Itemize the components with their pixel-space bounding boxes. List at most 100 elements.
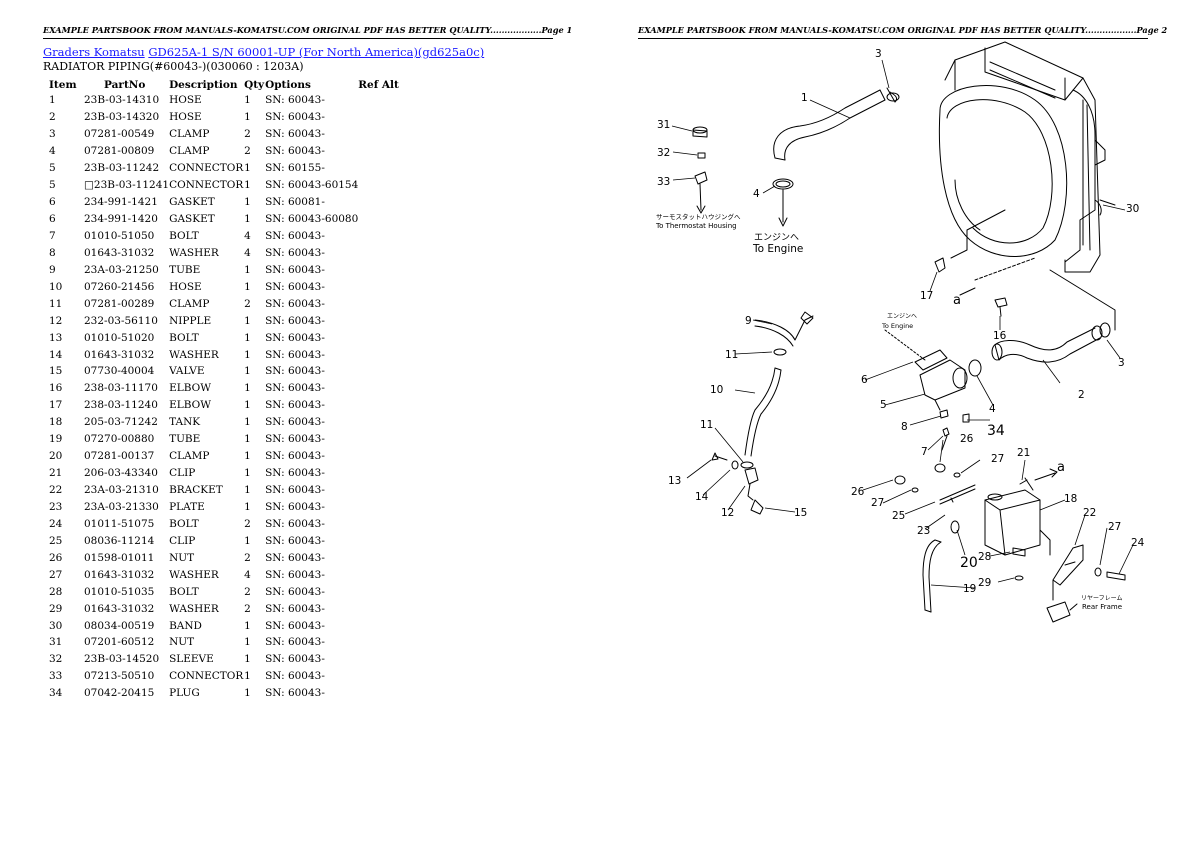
callout-17: 17 bbox=[920, 290, 933, 302]
breadcrumb-link-graders[interactable]: Graders Komatsu bbox=[43, 45, 145, 59]
cell-partno: 01598-01011 bbox=[84, 551, 155, 564]
note-engine2-en: To Engine bbox=[881, 322, 913, 330]
cell-partno: 234-991-1421 bbox=[84, 196, 158, 209]
callout-22: 22 bbox=[1083, 507, 1096, 519]
cell-item: 3 bbox=[49, 128, 56, 141]
cell-description: WASHER bbox=[169, 602, 219, 615]
callout-24: 24 bbox=[1131, 537, 1145, 549]
cell-ref-alt bbox=[358, 668, 418, 685]
cell-description: CLIP bbox=[169, 467, 196, 480]
cell-ref-alt bbox=[358, 261, 418, 278]
page-subtitle: RADIATOR PIPING(#60043-)(030060 : 1203A) bbox=[43, 60, 304, 73]
cell-options: SN: 60043- bbox=[265, 331, 325, 344]
cell-qty: 1 bbox=[244, 331, 251, 344]
cell-qty: 2 bbox=[244, 585, 251, 598]
cell-description: GASKET bbox=[169, 213, 215, 226]
note-thermostat-en: To Thermostat Housing bbox=[655, 222, 737, 230]
cell-description: WASHER bbox=[169, 568, 219, 581]
cell-item: 31 bbox=[49, 636, 63, 649]
cell-qty: 1 bbox=[244, 399, 251, 412]
cell-item: 4 bbox=[49, 145, 56, 158]
cell-item: 30 bbox=[49, 619, 63, 632]
cell-partno: □23B-03-11241 bbox=[84, 179, 170, 192]
cell-item: 15 bbox=[49, 365, 63, 378]
cell-item: 32 bbox=[49, 653, 63, 666]
cell-ref-alt bbox=[358, 194, 418, 211]
cell-partno: 07281-00289 bbox=[84, 297, 155, 310]
cell-description: BOLT bbox=[169, 585, 199, 598]
cell-item: 20 bbox=[49, 450, 63, 463]
callout-5: 5 bbox=[880, 399, 887, 411]
cell-options: SN: 60043- bbox=[265, 585, 325, 598]
cell-options: SN: 60081- bbox=[265, 196, 325, 209]
cell-partno: 01010-51020 bbox=[84, 331, 155, 344]
callout-13: 13 bbox=[668, 475, 681, 487]
cell-description: BOLT bbox=[169, 331, 199, 344]
cell-item: 9 bbox=[49, 263, 56, 276]
column-header-item: Item bbox=[49, 78, 77, 91]
cell-options: SN: 60043- bbox=[265, 145, 325, 158]
note-engine-jp: エンジンへ bbox=[754, 233, 799, 243]
cell-ref-alt bbox=[358, 211, 418, 228]
cell-ref-alt bbox=[358, 228, 418, 245]
cell-ref-alt bbox=[358, 363, 418, 380]
callout-3-right: 3 bbox=[1118, 357, 1125, 369]
cell-partno: 01011-51075 bbox=[84, 517, 155, 530]
cell-ref-alt bbox=[358, 346, 418, 363]
cell-options: SN: 60043- bbox=[265, 619, 325, 632]
cell-qty: 1 bbox=[244, 416, 251, 429]
cell-partno: 232-03-56110 bbox=[84, 314, 158, 327]
cell-description: BRACKET bbox=[169, 484, 223, 497]
cell-qty: 4 bbox=[244, 246, 251, 259]
callout-25: 25 bbox=[892, 510, 905, 522]
cell-ref-alt bbox=[358, 143, 418, 160]
cell-qty: 2 bbox=[244, 602, 251, 615]
cell-options: SN: 60043- bbox=[265, 636, 325, 649]
cell-ref-alt bbox=[358, 448, 418, 465]
cell-qty: 1 bbox=[244, 687, 251, 700]
cell-description: TUBE bbox=[169, 263, 201, 276]
callout-12: 12 bbox=[721, 507, 734, 519]
cell-partno: 07281-00137 bbox=[84, 450, 155, 463]
callout-28: 28 bbox=[978, 551, 991, 563]
callout-26-top: 26 bbox=[960, 433, 974, 445]
cell-item: 33 bbox=[49, 670, 63, 683]
cell-options: SN: 60043- bbox=[265, 500, 325, 513]
callout-15: 15 bbox=[794, 507, 807, 519]
column-header-partno: PartNo bbox=[104, 78, 146, 91]
callout-11-top: 11 bbox=[725, 349, 738, 361]
callout-14: 14 bbox=[695, 491, 709, 503]
cell-options: SN: 60043- bbox=[265, 111, 325, 124]
cell-item: 28 bbox=[49, 585, 63, 598]
cell-qty: 4 bbox=[244, 229, 251, 242]
cell-options: SN: 60043- bbox=[265, 551, 325, 564]
column-header-ref-alt: Ref Alt bbox=[358, 78, 399, 91]
callout-33: 33 bbox=[657, 176, 670, 188]
cell-description: GASKET bbox=[169, 196, 215, 209]
cell-partno: 08034-00519 bbox=[84, 619, 155, 632]
diagram-leader-lines bbox=[671, 59, 1134, 589]
cell-options: SN: 60043- bbox=[265, 687, 325, 700]
cell-ref-alt bbox=[358, 160, 418, 177]
cell-partno: 23A-03-21310 bbox=[84, 484, 159, 497]
breadcrumb-link-model[interactable]: GD625A-1 S/N 60001-UP (For North America… bbox=[148, 45, 485, 59]
callout-7: 7 bbox=[921, 446, 928, 458]
cell-item: 27 bbox=[49, 568, 63, 581]
page-header-left: EXAMPLE PARTSBOOK FROM MANUALS-KOMATSU.C… bbox=[43, 25, 572, 39]
cell-qty: 4 bbox=[244, 568, 251, 581]
callout-a-left: a bbox=[953, 293, 961, 308]
